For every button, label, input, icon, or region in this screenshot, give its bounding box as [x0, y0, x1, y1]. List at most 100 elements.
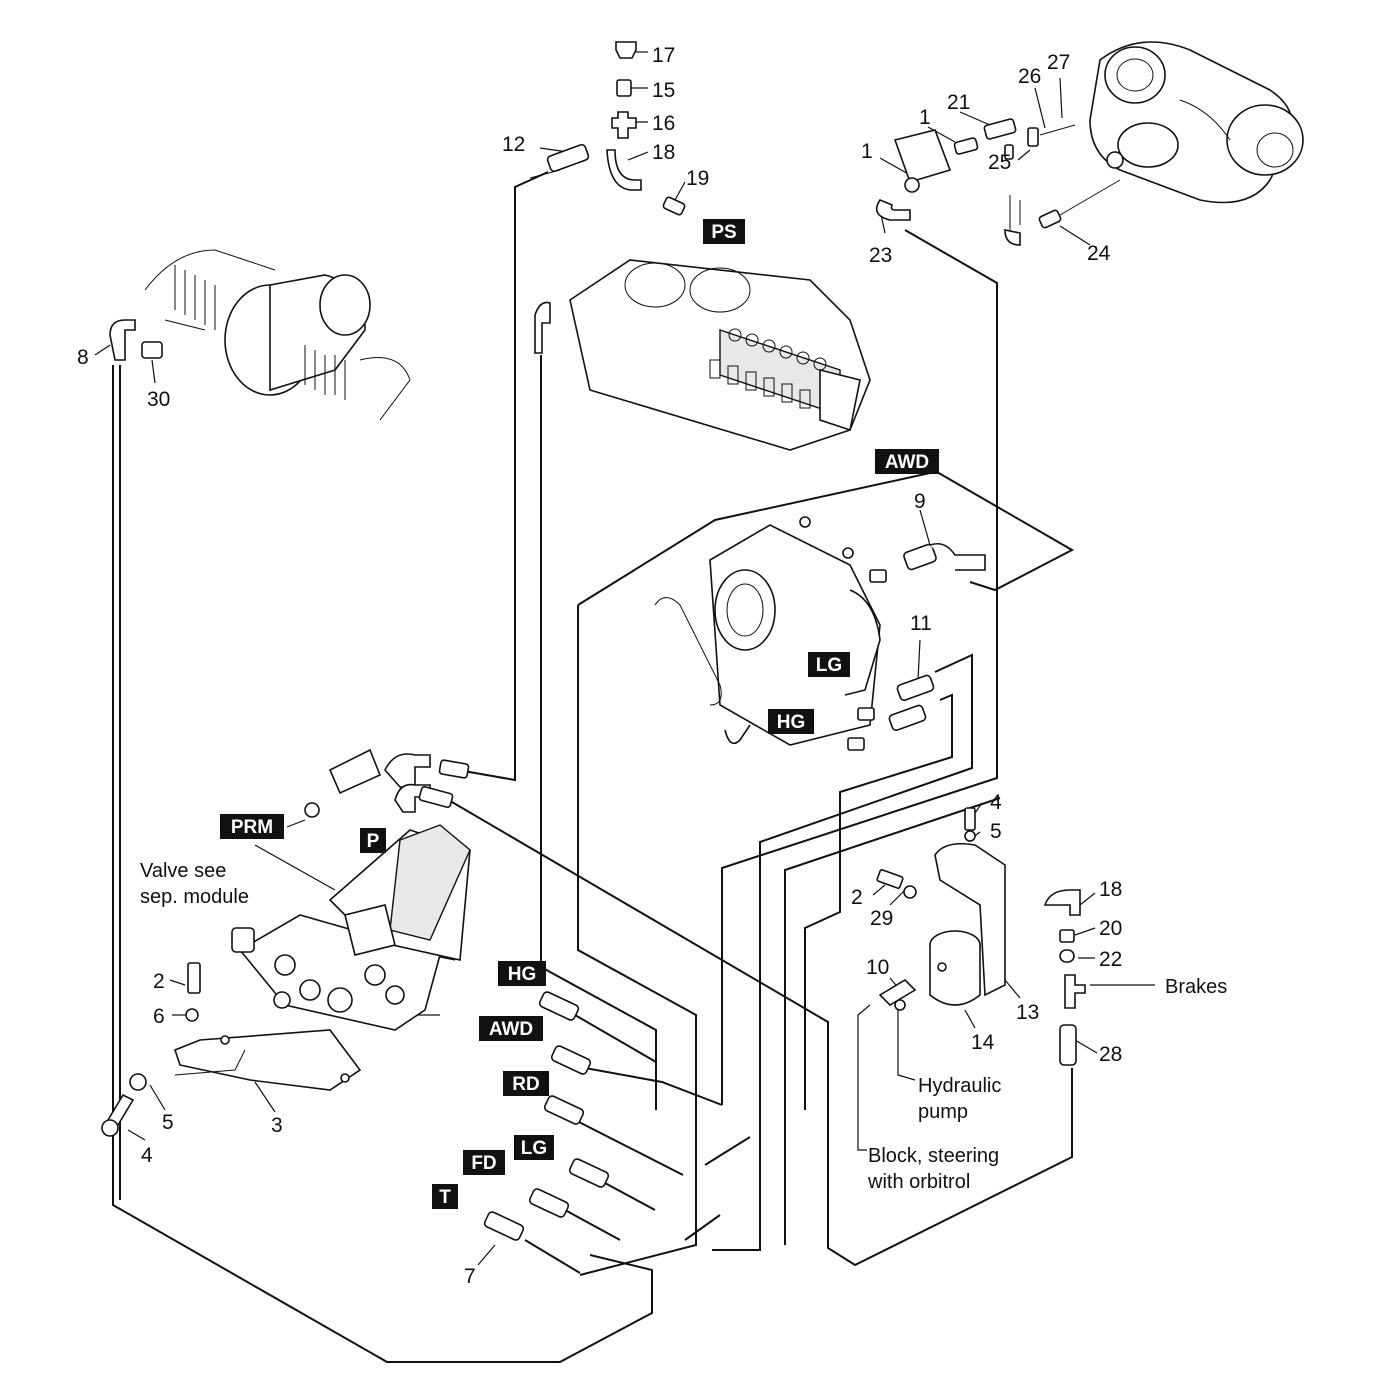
pipe-fd [564, 1209, 621, 1241]
pipe-awd-down [577, 472, 931, 606]
part-number: 23 [869, 244, 892, 267]
svg-text:P: P [367, 831, 380, 852]
part-number-labels: 17 15 16 12 18 19 27 26 21 1 1 25 23 24 … [77, 44, 1122, 1288]
tag-p: P [360, 828, 386, 853]
tag-hg-valve: HG [498, 961, 546, 986]
valve-note-line1: Valve see [140, 860, 226, 882]
pipe-hg2 [574, 1014, 657, 1063]
pipe-awd-route [936, 471, 1075, 592]
pipe-routes [112, 171, 1075, 1363]
hydraulic-pump-assembly [876, 807, 1086, 1066]
svg-text:HG: HG [508, 964, 537, 985]
part-number: 19 [686, 167, 709, 190]
part-number: 4 [141, 1144, 153, 1167]
svg-text:PS: PS [711, 222, 736, 243]
pipe-tags: PS AWD LG HG PRM P HG AWD RD LG FD T [220, 219, 939, 1209]
part-number: 1 [919, 106, 931, 129]
pipe-t [524, 1239, 581, 1274]
svg-text:PRM: PRM [231, 817, 273, 838]
block-note-line2: with orbitrol [867, 1171, 970, 1193]
svg-text:T: T [439, 1187, 451, 1208]
part-number: 5 [162, 1111, 174, 1134]
svg-text:AWD: AWD [489, 1019, 533, 1040]
annotations: Valve see sep. module Brakes Hydraulic p… [140, 860, 1227, 1193]
part-number: 9 [914, 490, 926, 513]
tag-awd-top: AWD [875, 449, 939, 474]
tag-hg-top: HG [768, 709, 814, 734]
svg-text:LG: LG [521, 1138, 547, 1159]
part-number: 15 [652, 79, 675, 102]
pipe-rd [574, 1119, 684, 1176]
drive-shaft-assembly [109, 249, 411, 421]
tag-rd: RD [503, 1071, 549, 1096]
pump-note-line2: pump [918, 1101, 968, 1123]
part-number: 3 [271, 1114, 283, 1137]
fittings-top-center [529, 41, 686, 216]
pipe-awd2 [584, 1067, 723, 1106]
pipe-12-route [457, 171, 549, 782]
pipe-23-route [721, 229, 998, 1105]
tag-fd: FD [463, 1150, 505, 1175]
part-number: 2 [851, 886, 863, 909]
part-number: 13 [1016, 1001, 1039, 1024]
svg-text:HG: HG [777, 712, 806, 733]
tag-ps: PS [703, 219, 745, 244]
part-number: 18 [652, 141, 675, 164]
tag-awd-valve: AWD [479, 1016, 543, 1041]
part-number: 2 [153, 970, 165, 993]
tag-prm: PRM [220, 814, 284, 839]
pipe-lg2 [604, 1182, 656, 1211]
valve-bracket [101, 962, 362, 1137]
pump-note-line1: Hydraulic [918, 1075, 1001, 1097]
part-number: 18 [1099, 878, 1122, 901]
tag-t: T [432, 1184, 458, 1209]
part-number: 28 [1099, 1043, 1122, 1066]
part-number: 21 [947, 91, 970, 114]
svg-text:FD: FD [471, 1153, 496, 1174]
part-number: 27 [1047, 51, 1070, 74]
part-number: 4 [990, 791, 1002, 814]
tag-lg-top: LG [808, 652, 850, 677]
part-number: 24 [1087, 242, 1111, 265]
svg-text:AWD: AWD [885, 452, 929, 473]
pipe-gap-a [704, 1136, 751, 1166]
part-number: 14 [971, 1031, 995, 1054]
block-note-line1: Block, steering [868, 1145, 999, 1167]
part-number: 12 [502, 133, 525, 156]
pipe-gap-b [684, 1214, 721, 1241]
part-number: 20 [1099, 917, 1122, 940]
tag-lg-valve: LG [514, 1135, 554, 1160]
part-number: 17 [652, 44, 675, 67]
rear-axle-assembly [875, 41, 1304, 246]
svg-text:RD: RD [512, 1074, 539, 1095]
part-number: 11 [910, 612, 932, 635]
engine-valve-block [534, 259, 871, 451]
part-number: 30 [147, 388, 170, 411]
pipe-p-route [439, 794, 1073, 1267]
part-number: 6 [153, 1005, 165, 1028]
pipe-lg-route [712, 653, 973, 1251]
pipe-bracket-route [784, 797, 1001, 1245]
main-control-valve [231, 748, 471, 1031]
brakes-note: Brakes [1165, 976, 1227, 998]
svg-text:LG: LG [816, 655, 842, 676]
pipe-ps-route [540, 355, 657, 1110]
part-number: 10 [866, 956, 889, 979]
part-number: 29 [870, 907, 893, 930]
pipe-left-return [112, 365, 653, 1363]
part-number: 7 [464, 1265, 476, 1288]
part-number: 25 [988, 151, 1011, 174]
valve-port-hoses [483, 991, 610, 1241]
part-number: 8 [77, 346, 89, 369]
valve-note-line2: sep. module [140, 886, 249, 908]
awd-gear-pump [654, 516, 986, 751]
pipe-awd-left [577, 605, 697, 1276]
part-number: 26 [1018, 65, 1041, 88]
pipe-hg-route [804, 693, 953, 1110]
part-number: 1 [861, 140, 873, 163]
part-number: 16 [652, 112, 675, 135]
part-number: 5 [990, 820, 1002, 843]
part-number: 22 [1099, 948, 1122, 971]
